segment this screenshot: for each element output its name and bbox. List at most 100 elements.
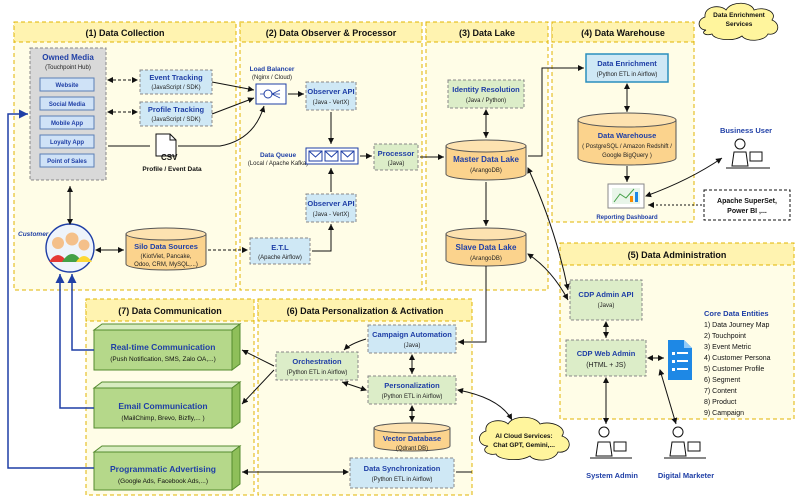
identity-resolution-node: Identity Resolution (Java / Python) <box>447 79 525 109</box>
svg-text:(Java / Python): (Java / Python) <box>466 98 506 104</box>
ai-cloud-line2: Chat GPT, Gemini,... <box>493 442 555 449</box>
touchpoint-social-media: Social Media <box>39 96 95 111</box>
enrichment-cloud-line1: Data Enrichment <box>713 12 765 19</box>
data-queue: Data Queue (Local / Apache Kafka) <box>248 147 359 167</box>
entity-item: 6) Segment <box>704 377 740 384</box>
entity-item: 7) Content <box>704 388 737 395</box>
email-communication-block: Email Communication (MailChimp, Brevo, B… <box>92 381 242 429</box>
connectors <box>67 65 723 475</box>
event-tracking-node: Event Tracking (JavaScript / SDK) <box>139 69 213 95</box>
customer-label: Customer <box>18 231 49 238</box>
touchpoint-loyalty-app: Loyalty App <box>39 134 95 149</box>
owned-media-title: Owned Media <box>42 53 94 62</box>
enrichment-cloud-line2: Services <box>726 21 753 28</box>
data-enrichment-node: Data Enrichment (Python ETL in Airflow) <box>585 53 669 83</box>
svg-text:CDP Admin API: CDP Admin API <box>578 290 633 299</box>
svg-text:(Java - VertX): (Java - VertX) <box>313 212 350 218</box>
core-data-entities: Core Data Entities 1) Data Journey Map 2… <box>704 309 771 417</box>
silo-data-sources: Silo Data Sources (KiotViet, Pancake, Od… <box>125 227 207 271</box>
observer-api-bottom: Observer API (Java - VertX) <box>305 193 357 223</box>
entity-item: 5) Customer Profile <box>704 366 764 373</box>
data-enrichment-cloud: Data Enrichment Services <box>698 2 779 41</box>
csv-file-icon: CSV Profile / Event Data <box>142 133 202 173</box>
svg-text:(Qdrant DB): (Qdrant DB) <box>396 446 428 452</box>
svg-text:Odoo, CRM, MySQL,...): Odoo, CRM, MySQL,...) <box>134 262 198 268</box>
orchestration-node: Orchestration (Python ETL in Airflow) <box>275 351 359 381</box>
system-admin-figure: System Admin <box>586 426 638 480</box>
svg-text:(Nginx / Cloud): (Nginx / Cloud) <box>252 75 292 81</box>
campaign-automation-node: Campaign Automation (Java) <box>367 324 457 354</box>
vector-database: Vector Database (Qdrant DB) <box>373 422 451 452</box>
svg-text:Social Media: Social Media <box>49 102 86 108</box>
svg-text:Observer API: Observer API <box>307 87 354 96</box>
reporting-dashboard-label: Reporting Dashboard <box>596 215 658 221</box>
svg-text:Data Queue: Data Queue <box>260 152 297 159</box>
business-user: Business User <box>720 126 772 169</box>
svg-text:(Local / Apache Kafka): (Local / Apache Kafka) <box>248 161 308 167</box>
svg-text:(Java): (Java) <box>404 343 421 349</box>
svg-text:(ArangoDB): (ArangoDB) <box>470 168 502 174</box>
customer-avatar-group: Customer <box>18 223 95 273</box>
cdp-admin-api-node: CDP Admin API (Java) <box>569 279 643 321</box>
svg-text:Apache SuperSet,: Apache SuperSet, <box>717 198 777 205</box>
svg-text:Identity Resolution: Identity Resolution <box>452 85 520 94</box>
owned-media-panel: Owned Media (Touchpoint Hub) Website Soc… <box>29 47 107 181</box>
digital-marketer-label: Digital Marketer <box>658 471 714 480</box>
entity-item: 4) Customer Persona <box>704 355 771 362</box>
section-title-4: (4) Data Warehouse <box>581 28 665 38</box>
digital-marketer-figure: Digital Marketer <box>658 426 714 480</box>
realtime-communication-block: Real-time Communication (Push Notificati… <box>92 323 242 371</box>
svg-text:Data Synchronization: Data Synchronization <box>364 464 441 473</box>
svg-text:Event Tracking: Event Tracking <box>149 73 203 82</box>
svg-text:Website: Website <box>56 83 80 89</box>
profile-tracking-node: Profile Tracking (JavaScript / SDK) <box>139 101 213 127</box>
business-user-label: Business User <box>720 126 772 135</box>
svg-text:(Python ETL in Airflow): (Python ETL in Airflow) <box>382 394 443 400</box>
svg-text:Loyalty App: Loyalty App <box>50 140 84 146</box>
svg-text:(Java): (Java) <box>388 161 405 167</box>
svg-text:(Java - VertX): (Java - VertX) <box>313 100 350 106</box>
master-data-lake: Master Data Lake (ArangoDB) <box>445 139 527 181</box>
entity-item: 8) Product <box>704 399 736 406</box>
svg-text:Master Data Lake: Master Data Lake <box>453 155 519 164</box>
processor-node: Processor (Java) <box>373 143 419 171</box>
svg-text:(Python ETL in Airflow): (Python ETL in Airflow) <box>287 370 348 376</box>
svg-text:Slave Data Lake: Slave Data Lake <box>456 243 517 252</box>
svg-text:(Push Notification, SMS, Zalo: (Push Notification, SMS, Zalo OA,...) <box>110 356 215 363</box>
svg-text:Processor: Processor <box>378 149 415 158</box>
svg-text:Data Warehouse: Data Warehouse <box>598 131 657 140</box>
system-admin-label: System Admin <box>586 471 638 480</box>
svg-text:Orchestration: Orchestration <box>292 357 342 366</box>
svg-text:Google BigQuery ): Google BigQuery ) <box>602 153 652 159</box>
reporting-dashboard: Reporting Dashboard <box>596 183 658 221</box>
slave-data-lake: Slave Data Lake (ArangoDB) <box>445 227 527 267</box>
svg-text:Point of Sales: Point of Sales <box>47 159 87 165</box>
svg-text:(Python ETL in Airflow): (Python ETL in Airflow) <box>597 72 658 78</box>
ai-cloud-line1: AI Cloud Services: <box>495 433 552 440</box>
svg-text:Power BI ,...: Power BI ,... <box>727 208 767 215</box>
svg-text:Email Communication: Email Communication <box>118 401 207 411</box>
observer-api-top: Observer API (Java - VertX) <box>305 81 357 111</box>
svg-text:Vector Database: Vector Database <box>383 434 441 443</box>
svg-text:Data Enrichment: Data Enrichment <box>597 59 657 68</box>
svg-text:Real-time Communication: Real-time Communication <box>111 342 216 352</box>
csv-caption: Profile / Event Data <box>142 166 202 173</box>
svg-text:(HTML + JS): (HTML + JS) <box>586 362 626 369</box>
svg-text:(Apache Airflow): (Apache Airflow) <box>258 255 302 261</box>
owned-media-subtitle: (Touchpoint Hub) <box>45 65 91 71</box>
svg-text:Profile Tracking: Profile Tracking <box>148 105 205 114</box>
svg-text:(JavaScript / SDK): (JavaScript / SDK) <box>151 117 200 123</box>
section-title-7: (7) Data Communication <box>118 306 222 316</box>
svg-text:(ArangoDB): (ArangoDB) <box>470 256 502 262</box>
svg-text:Campaign Automation: Campaign Automation <box>372 330 452 339</box>
svg-text:CDP Web Admin: CDP Web Admin <box>577 349 636 358</box>
svg-text:(Python ETL in Airflow): (Python ETL in Airflow) <box>372 477 433 483</box>
touchpoint-mobile-app: Mobile App <box>39 115 95 130</box>
section-title-2: (2) Data Observer & Processor <box>266 28 397 38</box>
svg-text:(JavaScript / SDK): (JavaScript / SDK) <box>151 85 200 91</box>
svg-text:E.T.L: E.T.L <box>271 243 289 252</box>
personalization-node: Personalization (Python ETL in Airflow) <box>367 375 457 405</box>
svg-text:(Google Ads, Facebook Ads,...): (Google Ads, Facebook Ads,...) <box>118 478 208 485</box>
svg-text:(KiotViet, Pancake,: (KiotViet, Pancake, <box>141 254 192 260</box>
